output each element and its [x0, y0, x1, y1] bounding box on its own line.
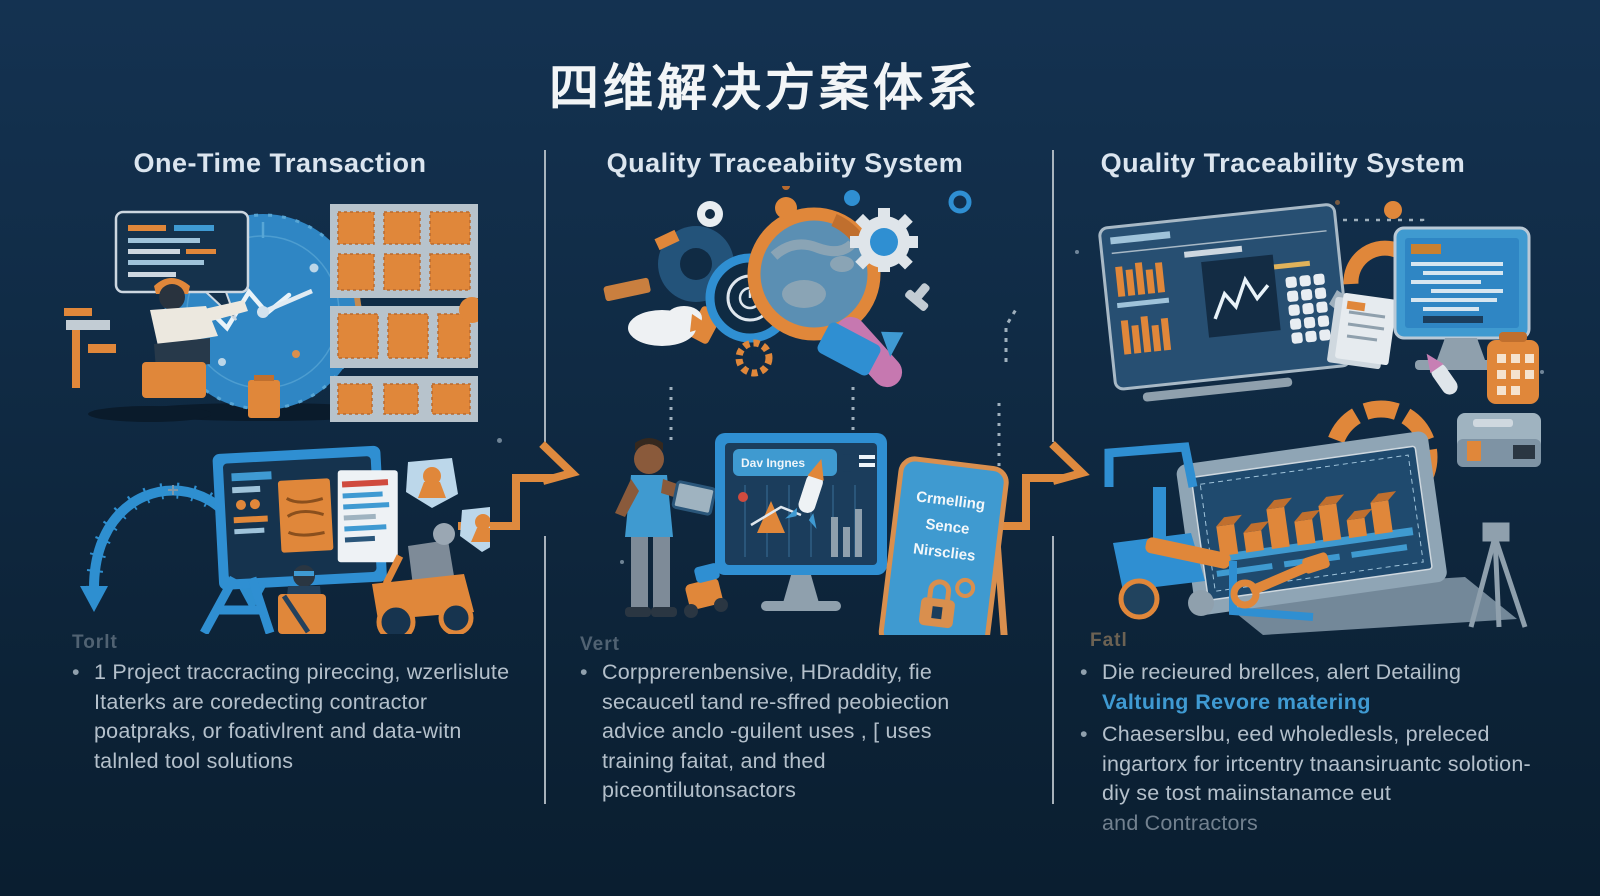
bar-chart-screen	[1176, 431, 1447, 615]
dashboard-monitor: Dav Ingnes	[715, 433, 887, 611]
easel-legs	[200, 575, 275, 634]
schedule-grid-panels	[330, 204, 478, 422]
traceability-console-illustration	[1098, 201, 1539, 404]
dashboard-board-icon	[212, 445, 398, 590]
gear-icon	[850, 208, 918, 272]
list-item: Die recieured brellces, alert Detailing …	[1078, 658, 1543, 717]
toy-robot-icon	[684, 563, 728, 618]
divider-line	[544, 150, 546, 442]
column-header-quality-traceability-2: Quality Traceability System	[1100, 148, 1466, 178]
document-stack-icon	[1327, 292, 1397, 370]
tripod-icon	[1468, 522, 1528, 628]
printer-box-icon	[1457, 413, 1541, 467]
report-bubble-icon	[114, 210, 250, 321]
list-item: 1 Project traccracting pireccing, wzerli…	[70, 658, 520, 776]
spark-dot	[620, 560, 624, 564]
forklift-icon	[1104, 442, 1314, 621]
column-header-one-time-transaction: One-Time Transaction	[133, 148, 427, 178]
page-title: 四维解决方案体系	[549, 60, 981, 116]
small-icons	[603, 186, 1018, 377]
spark-dot	[1075, 250, 1079, 254]
bullet-highlight-text: Valtuing Revore matering	[1102, 689, 1371, 714]
list-item: Chaeserslbu, eed wholedlesls, preleced i…	[1078, 720, 1543, 838]
spark-dot	[1540, 370, 1544, 374]
user-badge-icons	[406, 458, 490, 552]
bullet-text: Corpprerenbensive, HDraddity, fie secauc…	[602, 660, 950, 802]
quality-monitor-illustration: Dav Ingnes Crmelling Sence	[615, 387, 1009, 635]
canister-icon	[1487, 332, 1539, 404]
column2-bullet-list: Corpprerenbensive, HDraddity, fie secauc…	[578, 658, 968, 809]
bullet-text: Die recieured brellces, alert Detailing	[1102, 660, 1462, 684]
column1-bullet-list: 1 Project traccracting pireccing, wzerli…	[70, 658, 520, 779]
workflow-illustration	[80, 445, 490, 634]
bullet-text: Chaeserslbu, eed wholedlesls, preleced i…	[1102, 722, 1531, 805]
spark-dot	[1335, 200, 1340, 205]
code-monitor-icon	[1393, 226, 1531, 370]
rocket-icon	[1426, 353, 1458, 395]
column2-watermark-label: Vert	[580, 634, 620, 655]
bullet-dim-text: and Contractors	[1102, 810, 1258, 835]
wrench-icon	[1230, 552, 1330, 609]
list-item: Corpprerenbensive, HDraddity, fie secauc…	[578, 658, 968, 806]
forklift-scooter-icon	[372, 523, 474, 634]
column1-watermark-label: Torlt	[72, 632, 118, 653]
divider-line	[1052, 150, 1054, 442]
spark-dot	[497, 438, 502, 443]
padlock-icon	[918, 577, 976, 629]
worker-figure	[64, 278, 248, 398]
project-tracking-illustration	[64, 204, 478, 422]
column3-bullet-list: Die recieured brellces, alert Detailing …	[1078, 658, 1543, 841]
bullet-text: 1 Project traccracting pireccing, wzerli…	[94, 660, 510, 773]
sign-line-2: Sence	[924, 516, 970, 538]
person-with-box	[278, 565, 326, 634]
column-header-quality-traceability-1: Quality Traceabiity System	[606, 148, 964, 178]
service-sign: Crmelling Sence Nirsclies	[878, 456, 1009, 635]
monitor-title-text: Dav Ingnes	[741, 456, 805, 470]
analyst-figure	[615, 438, 717, 617]
logistics-analytics-illustration	[1104, 400, 1541, 635]
column3-watermark-label: Fatl	[1090, 630, 1128, 651]
divider-line	[1052, 536, 1054, 804]
divider-line	[544, 536, 546, 804]
inspection-illustration	[603, 186, 1018, 388]
control-panel-icon	[1098, 203, 1352, 402]
